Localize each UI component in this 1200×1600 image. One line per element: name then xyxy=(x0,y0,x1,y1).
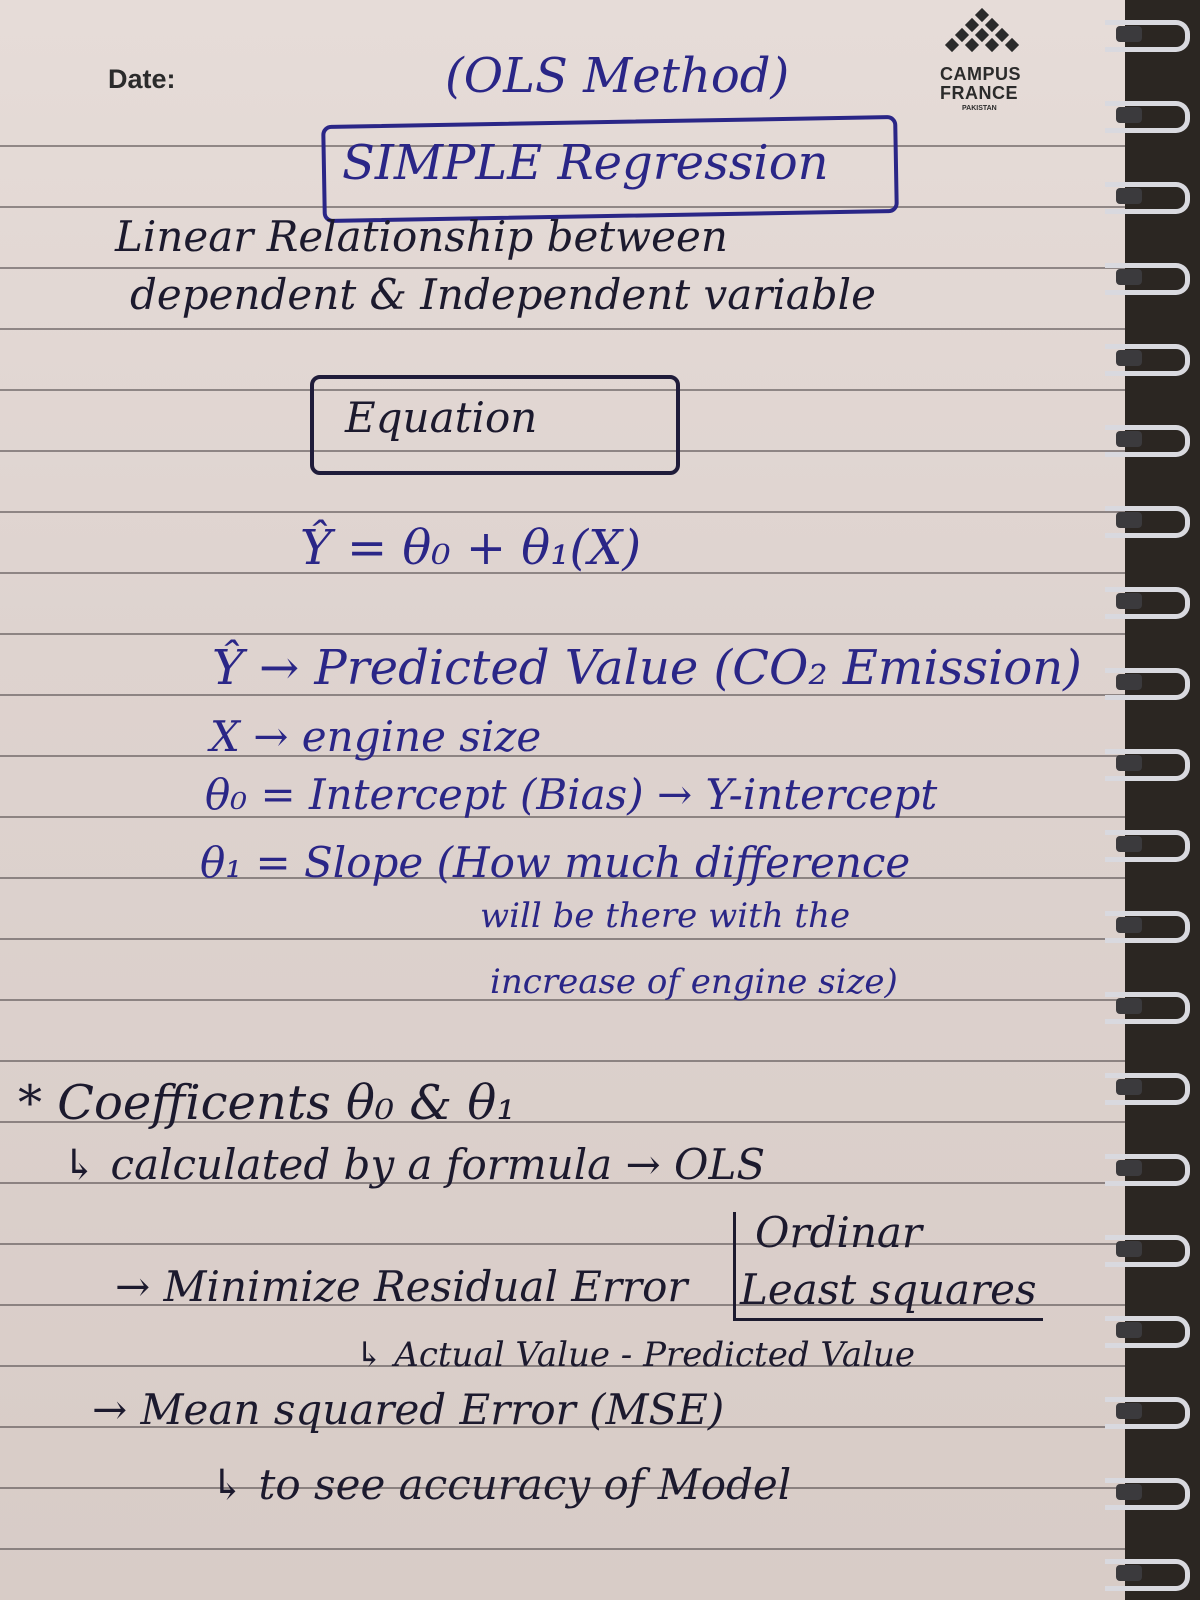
spiral-coil xyxy=(1105,344,1190,376)
equation-label: Equation xyxy=(345,393,538,442)
ruled-line xyxy=(0,145,1125,147)
definition-theta0: θ₀ = Intercept (Bias) → Y-intercept xyxy=(205,770,938,819)
date-label: Date: xyxy=(108,64,176,94)
ruled-line xyxy=(0,1121,1125,1123)
spiral-coil xyxy=(1105,749,1190,781)
brand-line-2: FRANCE xyxy=(940,83,1018,103)
binding-hole xyxy=(1116,1241,1142,1257)
notes-title: (OLS Method) xyxy=(445,48,790,104)
ruled-line xyxy=(0,1243,1125,1245)
spiral-coil xyxy=(1105,587,1190,619)
binding-hole xyxy=(1116,107,1142,123)
ruled-line xyxy=(0,450,1125,452)
binding-hole xyxy=(1116,917,1142,933)
ruled-line xyxy=(0,1182,1125,1184)
binding-hole xyxy=(1116,188,1142,204)
ruled-line xyxy=(0,267,1125,269)
ruled-line xyxy=(0,694,1125,696)
ruled-line xyxy=(0,389,1125,391)
ols-underline xyxy=(733,1318,1043,1321)
definition-y-hat: Ŷ → Predicted Value (CO₂ Emission) xyxy=(212,640,1082,696)
spiral-coil xyxy=(1105,1316,1190,1348)
binding-hole xyxy=(1116,998,1142,1014)
spiral-coil xyxy=(1105,1478,1190,1510)
ruled-line xyxy=(0,1426,1125,1428)
spiral-coil xyxy=(1105,1235,1190,1267)
binding-hole xyxy=(1116,836,1142,852)
binding-hole xyxy=(1116,1322,1142,1338)
brand-line-3: PAKISTAN xyxy=(962,105,997,112)
ruled-line xyxy=(0,816,1125,818)
spiral-coil xyxy=(1105,1397,1190,1429)
binding-hole xyxy=(1116,350,1142,366)
binding-hole xyxy=(1116,512,1142,528)
ruled-line xyxy=(0,938,1125,940)
binding-hole xyxy=(1116,1160,1142,1176)
notebook-page: Date: CAMPUS FRANCE PAKISTAN (OLS Method… xyxy=(0,0,1125,1600)
ols-expansion-1: Ordinar xyxy=(755,1208,922,1257)
minimize-line: → Minimize Residual Error xyxy=(115,1262,688,1311)
ruled-line xyxy=(0,877,1125,879)
mse-line: → Mean squared Error (MSE) xyxy=(92,1385,725,1434)
binding-hole xyxy=(1116,755,1142,771)
ruled-line xyxy=(0,633,1125,635)
ruled-line xyxy=(0,1365,1125,1367)
binding-hole xyxy=(1116,1565,1142,1581)
equation: Ŷ = θ₀ + θ₁(X) xyxy=(300,520,642,576)
intro-line-1: Linear Relationship between xyxy=(115,212,728,261)
spiral-coil xyxy=(1105,1073,1190,1105)
binding-hole xyxy=(1116,26,1142,42)
ruled-line xyxy=(0,1304,1125,1306)
binding-hole xyxy=(1116,593,1142,609)
definition-theta1: θ₁ = Slope (How much difference xyxy=(200,838,911,887)
binding-hole xyxy=(1116,431,1142,447)
ruled-line xyxy=(0,1060,1125,1062)
spiral-coil xyxy=(1105,668,1190,700)
ruled-line xyxy=(0,1487,1125,1489)
residual-line: ↳ Actual Value - Predicted Value xyxy=(355,1335,915,1375)
logo-mark-icon xyxy=(944,7,1020,53)
notes-heading: SIMPLE Regression xyxy=(342,135,829,191)
binding-hole xyxy=(1116,1403,1142,1419)
binding-hole xyxy=(1116,1079,1142,1095)
ruled-line xyxy=(0,755,1125,757)
spiral-coil xyxy=(1105,506,1190,538)
calculated-line: ↳ calculated by a formula → OLS xyxy=(62,1140,766,1189)
definition-theta1-cont-1: will be there with the xyxy=(480,896,851,936)
spiral-coil xyxy=(1105,830,1190,862)
spiral-coil xyxy=(1105,20,1190,52)
binding-hole xyxy=(1116,269,1142,285)
intro-line-2: dependent & Independent variable xyxy=(130,270,876,319)
equation-box xyxy=(310,375,680,475)
spiral-binding xyxy=(1105,0,1200,1600)
accuracy-line: ↳ to see accuracy of Model xyxy=(210,1460,792,1509)
brand-line-1: CAMPUS xyxy=(940,64,1022,84)
binding-hole xyxy=(1116,1484,1142,1500)
spiral-coil xyxy=(1105,425,1190,457)
spiral-coil xyxy=(1105,101,1190,133)
ruled-line xyxy=(0,572,1125,574)
spiral-coil xyxy=(1105,1154,1190,1186)
spiral-coil xyxy=(1105,911,1190,943)
spiral-coil xyxy=(1105,263,1190,295)
ruled-line xyxy=(0,1548,1125,1550)
ruled-line xyxy=(0,511,1125,513)
campus-france-logo: CAMPUS FRANCE PAKISTAN xyxy=(930,7,1040,118)
definition-x: X → engine size xyxy=(210,712,542,761)
spiral-coil xyxy=(1105,992,1190,1024)
binding-hole xyxy=(1116,674,1142,690)
ols-bracket xyxy=(733,1212,736,1320)
definition-theta1-cont-2: increase of engine size) xyxy=(490,962,898,1002)
spiral-coil xyxy=(1105,182,1190,214)
spiral-coil xyxy=(1105,1559,1190,1591)
ruled-line xyxy=(0,206,1125,208)
ols-expansion-2: Least squares xyxy=(740,1265,1037,1314)
coefficients-line: * Coefficents θ₀ & θ₁ xyxy=(18,1075,516,1131)
ruled-line xyxy=(0,328,1125,330)
ruled-line xyxy=(0,999,1125,1001)
